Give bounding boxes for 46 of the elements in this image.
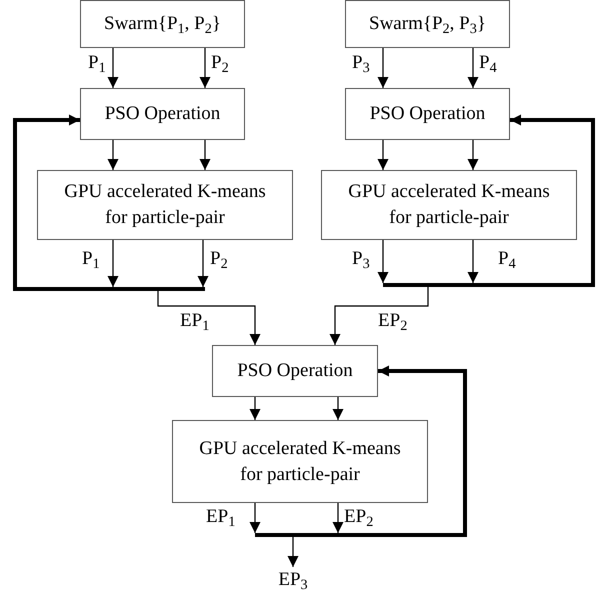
- arrow: [250, 503, 260, 533]
- arrow: [468, 140, 478, 170]
- edge-label: P$_{1}$: [82, 248, 100, 270]
- edge-label: EP$_{2}$: [344, 506, 374, 528]
- arrow: [198, 240, 208, 287]
- process-box: PSO Operation: [80, 88, 245, 140]
- edge-label: P$_{1}$: [88, 52, 106, 74]
- edge-label: P$_{3}$: [352, 52, 370, 74]
- arrow: [200, 48, 210, 88]
- feedback-arrow: [473, 114, 595, 287]
- edge-label: P$_{4}$: [498, 248, 516, 270]
- arrow: [108, 48, 118, 88]
- process-box: PSO Operation: [212, 345, 378, 397]
- junction-bar: [113, 287, 205, 291]
- arrow: [378, 240, 388, 283]
- process-box: Swarm{P$_{1}$, P$_{2}$}: [80, 0, 245, 48]
- junction-bar: [383, 283, 473, 287]
- arrow: [288, 537, 298, 567]
- arrow: [468, 240, 478, 283]
- edge-label: EP$_{2}$: [378, 310, 408, 332]
- arrow: [108, 140, 118, 170]
- junction-bar: [255, 533, 338, 537]
- process-box: GPU accelerated K-means for particle-pair: [321, 170, 577, 240]
- arrow: [250, 397, 260, 420]
- edge-label: P$_{4}$: [479, 52, 497, 74]
- arrow: [468, 48, 478, 88]
- output-label: EP$_{3}$: [268, 567, 318, 593]
- process-box: GPU accelerated K-means for particle-pair: [172, 420, 428, 503]
- arrow: [200, 140, 210, 170]
- edge-label: EP$_{1}$: [180, 310, 210, 332]
- edge-label: EP$_{1}$: [206, 506, 236, 528]
- feedback-arrow: [338, 366, 467, 537]
- edge-label: P$_{2}$: [211, 52, 229, 74]
- arrow: [378, 140, 388, 170]
- arrow: [378, 48, 388, 88]
- arrow: [332, 397, 344, 420]
- edge-label: P$_{3}$: [352, 248, 370, 270]
- arrow: [157, 291, 260, 345]
- process-box: Swarm{P$_{2}$, P$_{3}$}: [345, 0, 510, 48]
- arrow: [330, 287, 429, 345]
- edge-label: P$_{2}$: [210, 248, 228, 270]
- arrow: [108, 240, 118, 287]
- arrow: [332, 503, 344, 533]
- process-box: GPU accelerated K-means for particle-pair: [37, 170, 293, 240]
- process-box: PSO Operation: [345, 88, 510, 140]
- feedback-arrow: [13, 114, 113, 291]
